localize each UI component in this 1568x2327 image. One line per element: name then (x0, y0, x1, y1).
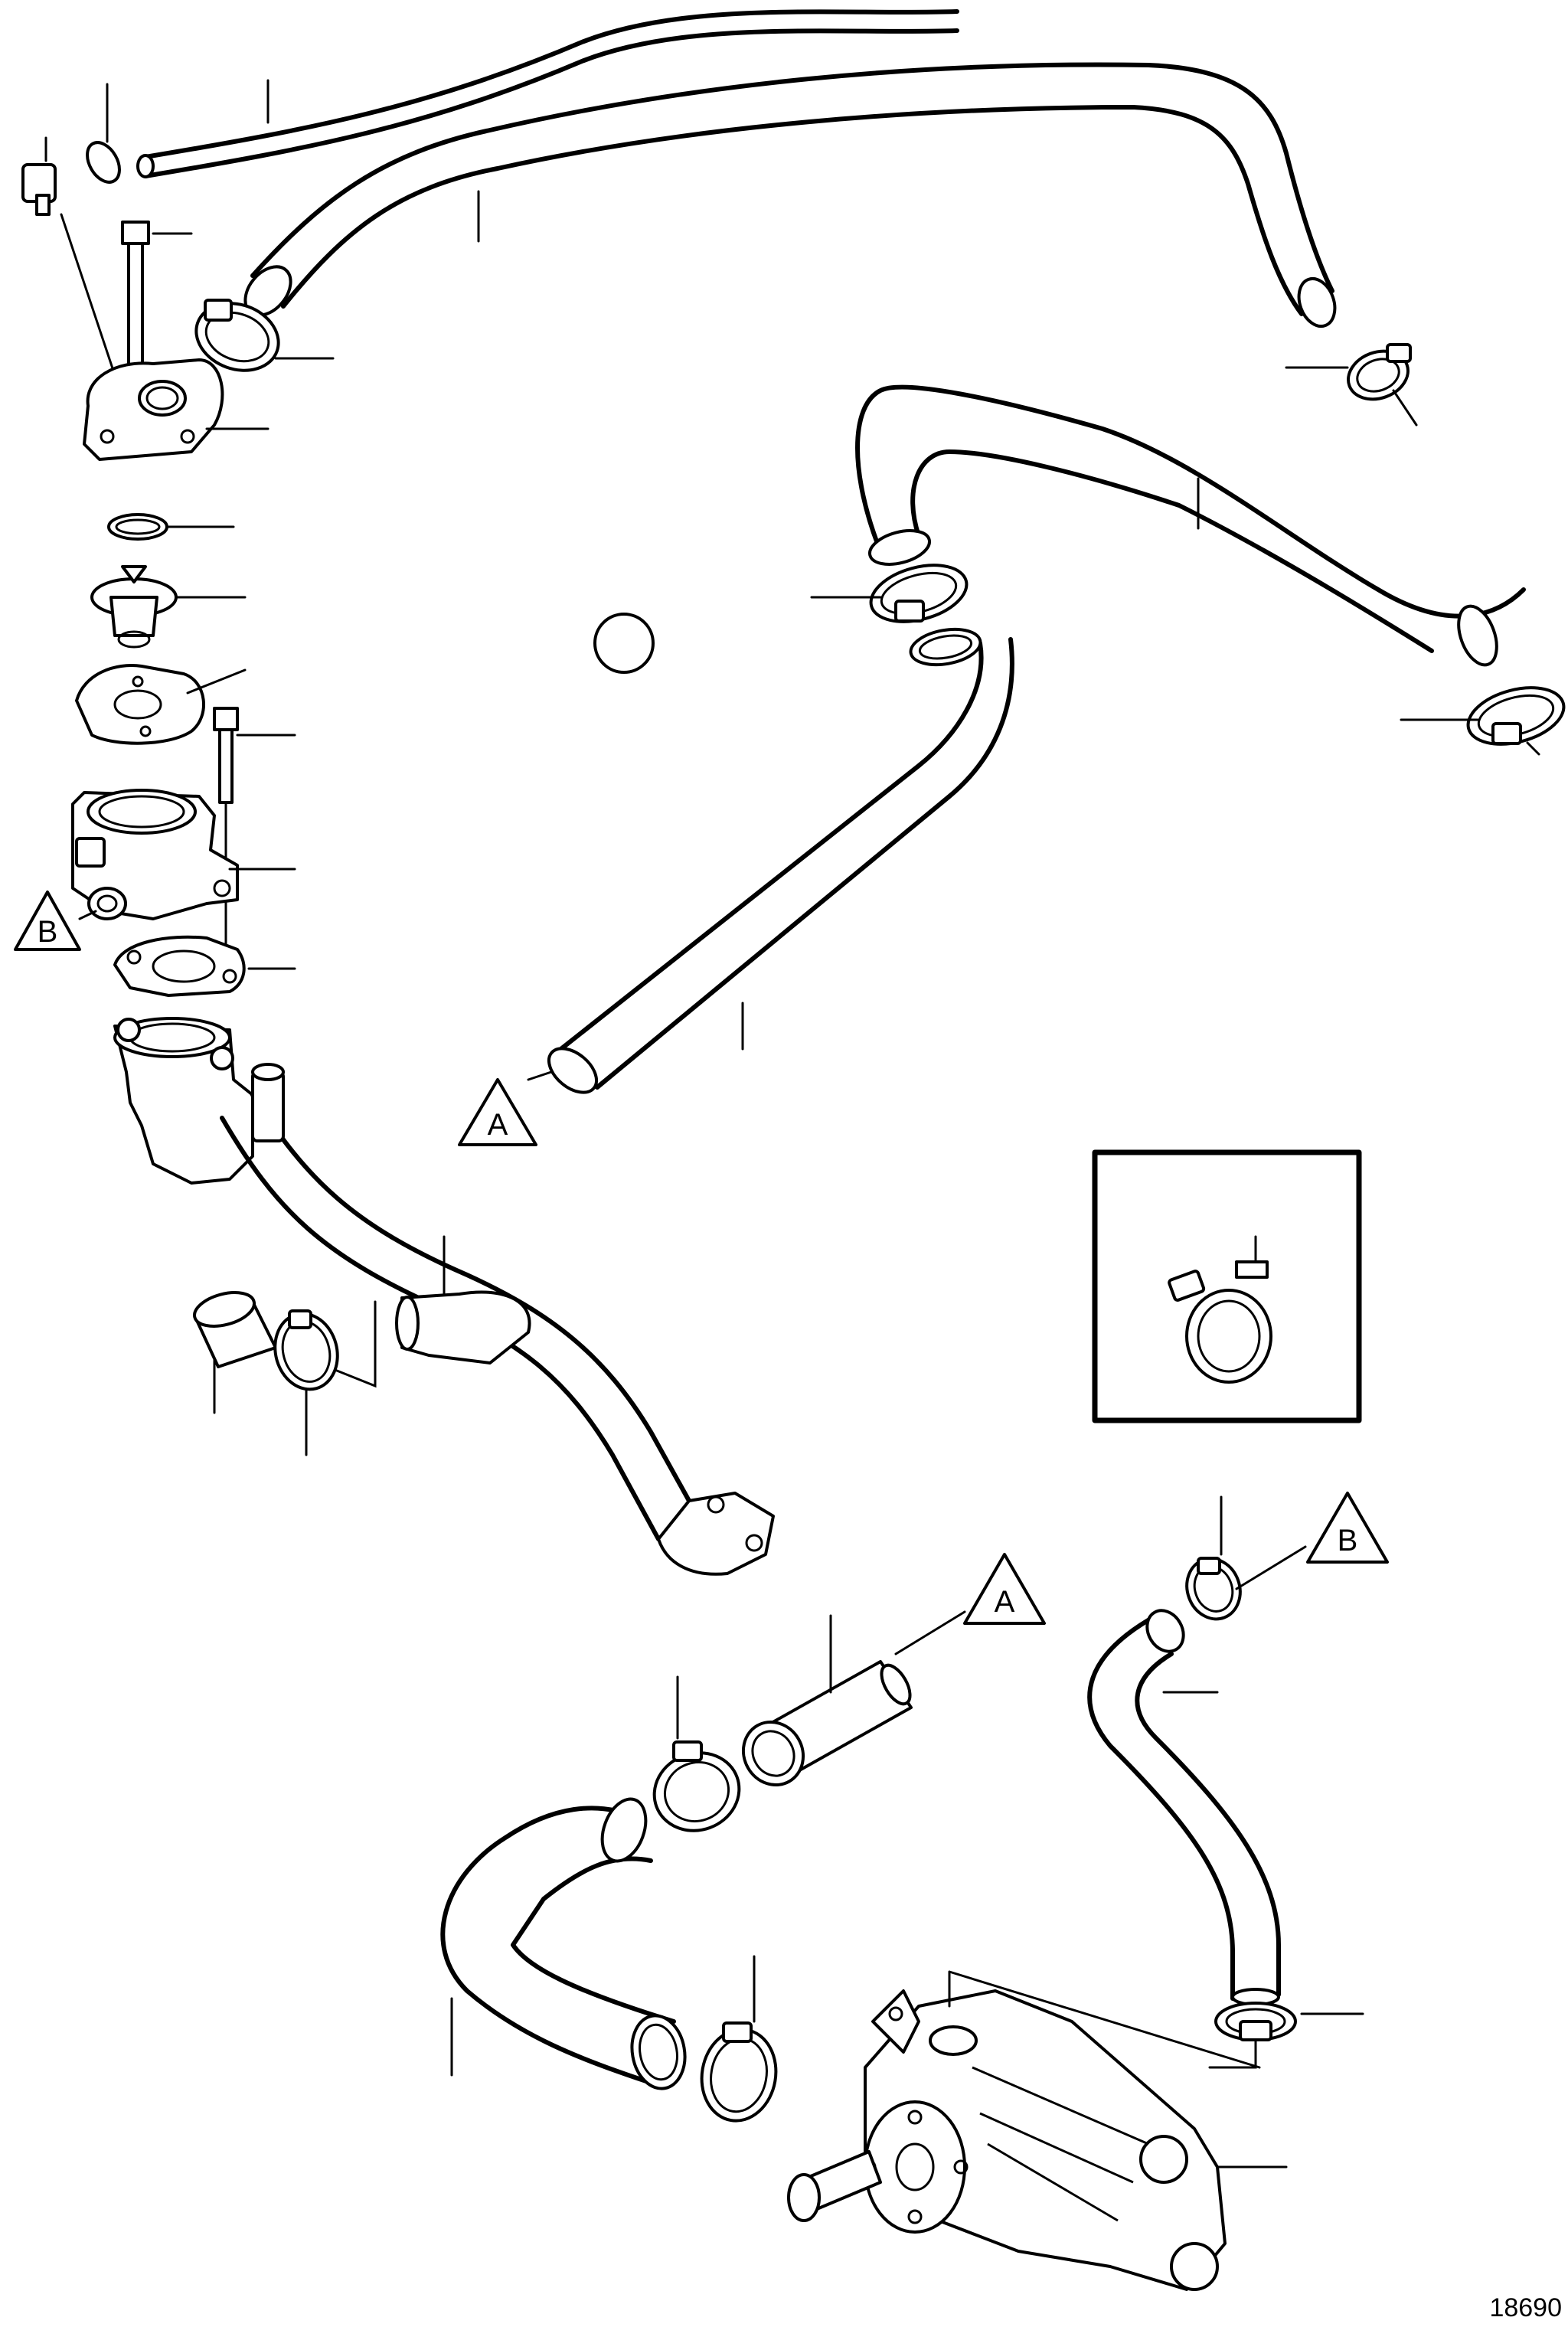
short-straight-hose (741, 1614, 913, 1787)
small-hose-clamp-top (86, 83, 121, 184)
thermostat-cover (83, 358, 270, 461)
reference-marker-a-upper: A (458, 1078, 537, 1146)
detail-inset (1092, 1149, 1362, 1423)
hose-clamp-right-upper (1285, 343, 1418, 427)
hose-clamp-housing (194, 299, 335, 372)
o-ring (107, 513, 235, 541)
ref-b-left-label: B (38, 915, 58, 949)
gasket-lower (113, 935, 296, 997)
upper-main-hose (243, 62, 1337, 328)
water-pump (787, 1970, 1288, 2291)
thermostat-housing (71, 789, 296, 920)
right-lower-hose (1087, 1609, 1281, 2006)
ref-a-upper-label: A (488, 1108, 508, 1142)
reference-marker-b-left: B (14, 891, 97, 951)
gasket-upper (75, 664, 247, 745)
ref-a-lower-label: A (995, 1585, 1015, 1619)
short-bolt (213, 707, 296, 951)
ref-b-right-label: B (1338, 1524, 1358, 1557)
center-s-hose (527, 627, 1014, 1094)
figure-number: 18690 (1489, 2293, 1562, 2322)
hose-clamp-detail-icon (1168, 1235, 1272, 1384)
right-upper-hose (855, 384, 1526, 667)
thermostat (90, 565, 247, 649)
plug-circle (593, 613, 655, 674)
hose-clamp-left (273, 1300, 377, 1456)
hose-clamp-right-lower-top (1185, 1495, 1307, 1621)
hose-clamp-lower-left (700, 1955, 778, 2123)
top-thin-hose (136, 9, 959, 178)
rubber-sleeve (193, 1291, 277, 1414)
elbow-fitting (21, 136, 116, 377)
reference-marker-b-right: B (1306, 1492, 1389, 1564)
lower-main-hose (440, 1797, 687, 2090)
hose-clamp-center (810, 564, 969, 623)
hose-clamp-right-lower-bottom (1208, 2002, 1364, 2069)
hose-clamp-right-mid (1400, 686, 1566, 756)
reference-marker-a-lower: A (894, 1553, 1046, 1655)
small-pipe-hose (395, 1290, 531, 1364)
hose-clamp-mid-lower (652, 1675, 741, 1832)
